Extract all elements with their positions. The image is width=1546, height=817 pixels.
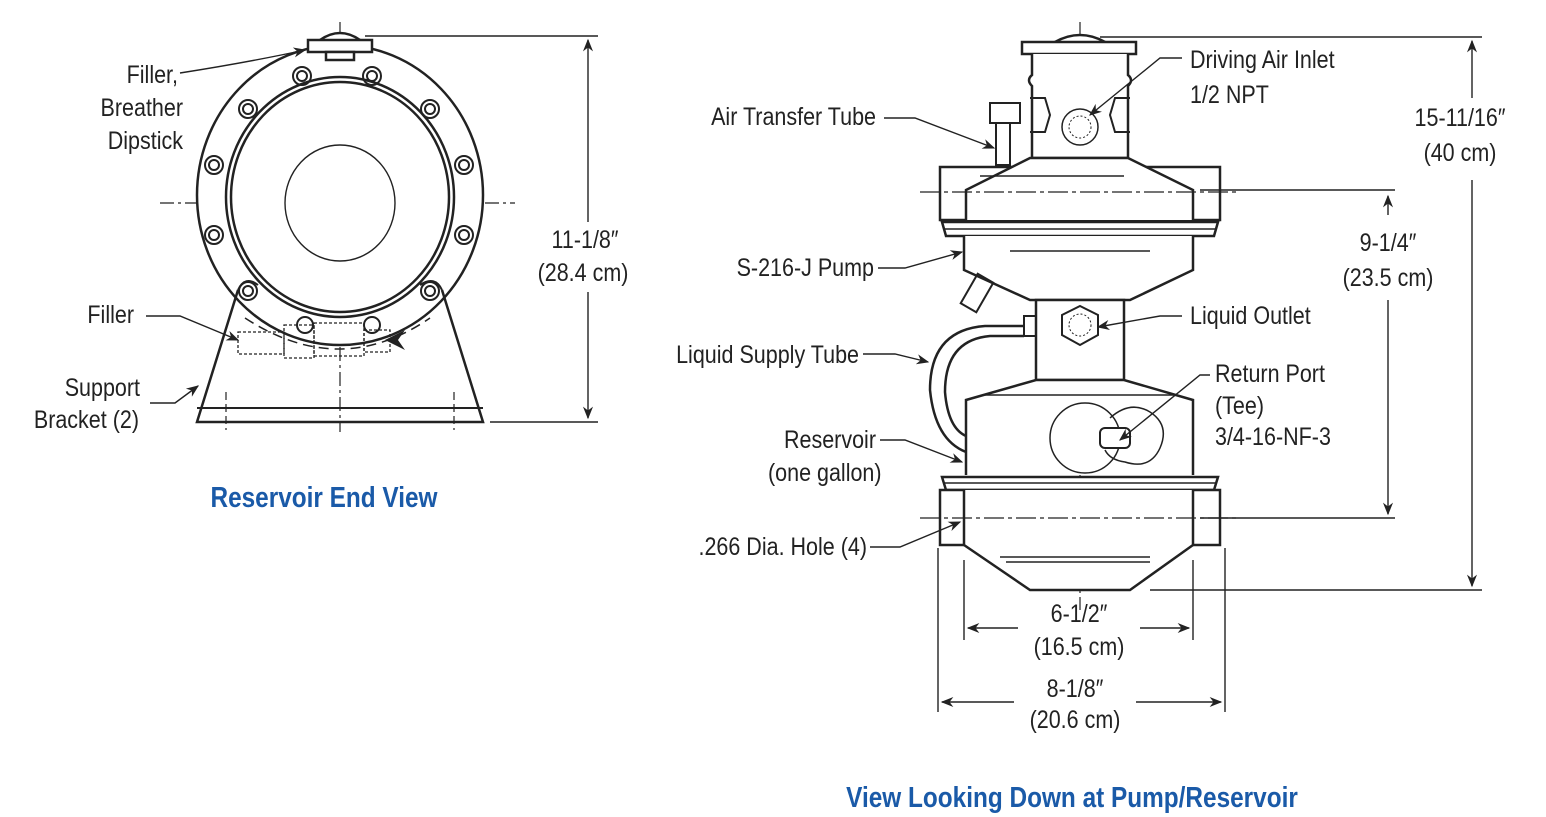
label-pump: S-216-J Pump: [736, 254, 874, 282]
dim-mount-height-cm: (23.5 cm): [1342, 264, 1434, 292]
dim-height-in: 11-1/8″: [551, 226, 619, 254]
dim-overall-height-in: 15-11/16″: [1414, 104, 1506, 132]
label-filler-breather-1: Filler,: [126, 61, 178, 89]
dim-mount-height-in: 9-1/4″: [1359, 229, 1417, 257]
label-support-bracket-2: Bracket (2): [33, 406, 139, 434]
label-reservoir-capacity: (one gallon): [768, 459, 882, 487]
label-support-bracket-1: Support: [64, 374, 140, 402]
label-reservoir: Reservoir: [783, 426, 876, 454]
top-view-title: View Looking Down at Pump/Reservoir: [846, 782, 1298, 814]
dim-overall-height-cm: (40 cm): [1423, 139, 1497, 167]
dim-height-cm: (28.4 cm): [537, 259, 629, 287]
label-return-port-thread: 3/4-16-NF-3: [1215, 423, 1331, 451]
label-filler-breather-3: Dipstick: [107, 127, 183, 155]
dim-overall-width-in: 8-1/8″: [1046, 675, 1104, 703]
dim-overall-width-cm: (20.6 cm): [1029, 706, 1121, 734]
dim-body-width-in: 6-1/2″: [1050, 600, 1108, 628]
dim-body-width-cm: (16.5 cm): [1033, 633, 1125, 661]
reservoir-end-view: [146, 22, 598, 432]
end-view-title: Reservoir End View: [210, 482, 438, 514]
label-return-port-tee: (Tee): [1215, 392, 1264, 420]
label-filler: Filler: [87, 301, 134, 329]
label-driving-air-inlet: Driving Air Inlet: [1190, 46, 1335, 74]
label-return-port: Return Port: [1215, 360, 1325, 388]
label-npt: 1/2 NPT: [1190, 81, 1269, 109]
label-air-transfer-tube: Air Transfer Tube: [711, 103, 876, 131]
pump-reservoir-top-view: [863, 22, 1482, 712]
label-liquid-supply-tube: Liquid Supply Tube: [676, 341, 859, 369]
label-liquid-outlet: Liquid Outlet: [1190, 302, 1311, 330]
label-filler-breather-2: Breather: [100, 94, 183, 122]
label-hole: .266 Dia. Hole (4): [698, 533, 867, 561]
